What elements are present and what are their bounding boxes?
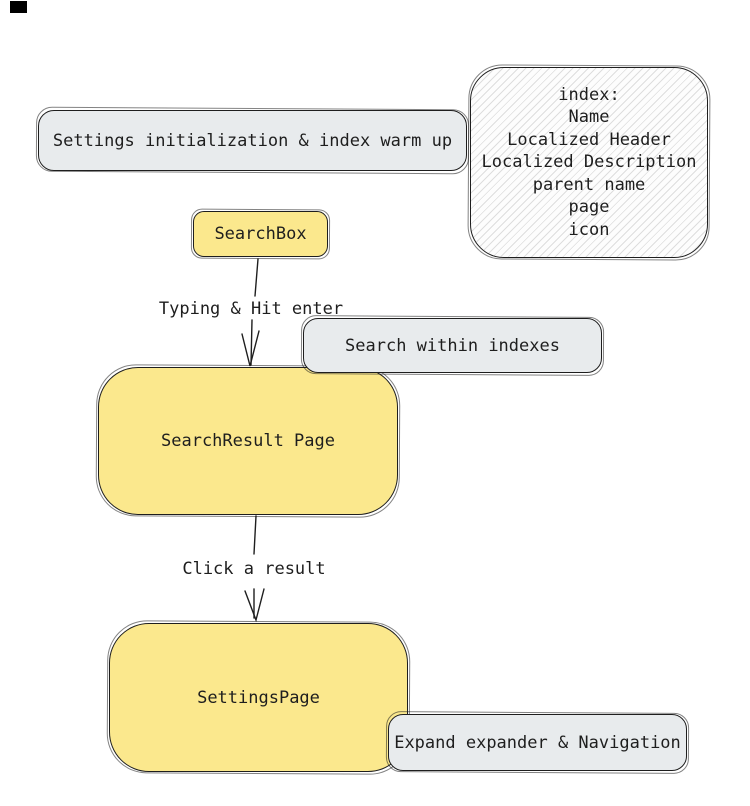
arrow-typing-connector[interactable] [241, 258, 260, 367]
node-index-fields-text: index: Name Localized Header Localized D… [482, 84, 697, 242]
edge-label-typing-hit-enter[interactable]: Typing & Hit enter [158, 299, 344, 319]
index-line: index: [558, 84, 620, 105]
node-expand-expander-navigation[interactable]: Expand expander & Navigation [388, 714, 687, 771]
index-line: parent name [532, 174, 646, 195]
index-line: page [568, 197, 610, 218]
node-expand-expander-navigation-label: Expand expander & Navigation [394, 732, 681, 753]
node-settings-initialization-label: Settings initialization & index warm up [52, 130, 453, 151]
node-searchresult-page-label: SearchResult Page [161, 431, 335, 451]
node-searchbox[interactable]: SearchBox [193, 211, 328, 257]
index-line: Localized Header [507, 129, 671, 150]
edge-label-click-a-result[interactable]: Click a result [182, 559, 326, 579]
index-line: icon [568, 219, 610, 240]
arrow-click-connector[interactable] [244, 515, 265, 623]
node-search-within-indexes[interactable]: Search within indexes [303, 318, 602, 373]
node-searchresult-page[interactable]: SearchResult Page [98, 367, 398, 515]
node-index-fields[interactable]: index: Name Localized Header Localized D… [470, 67, 708, 258]
node-settingspage[interactable]: SettingsPage [109, 623, 408, 772]
corner-mark [10, 1, 27, 13]
node-searchbox-label: SearchBox [214, 224, 307, 244]
node-settingspage-label: SettingsPage [197, 687, 320, 708]
index-line: Localized Description [481, 152, 697, 173]
node-settings-initialization[interactable]: Settings initialization & index warm up [38, 110, 467, 171]
index-line: Name [568, 107, 610, 128]
node-search-within-indexes-label: Search within indexes [345, 335, 560, 356]
